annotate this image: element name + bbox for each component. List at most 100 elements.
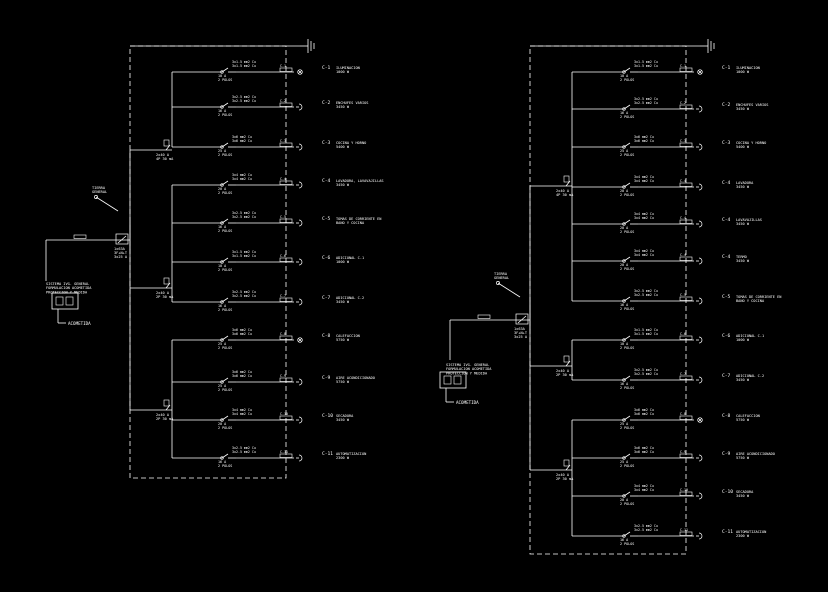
circuit-name: 3450 W: [336, 300, 350, 304]
cable-label: 3x2.5 mm2 Cu: [634, 372, 658, 376]
circuit-name: TOMAS DE CORRIENTE EN: [736, 295, 781, 299]
circuit-name: COCINA Y HORNO: [336, 141, 366, 145]
main-breaker-label: 3x25 A: [514, 335, 528, 339]
differential-contact: [565, 180, 571, 187]
circuit-name: 3450 W: [336, 418, 350, 422]
cable-label: 3x4 mm2 Cu: [634, 179, 654, 183]
cable-label: 3x6 mm2 Cu: [232, 370, 252, 374]
outlet-symbol-icon: [296, 143, 303, 151]
cable-label: 3x4 mm2 Cu: [634, 253, 654, 257]
outlet-arc: [698, 454, 703, 462]
cable-code-label: C-8: [680, 412, 686, 416]
meter-box-icon: [51, 292, 79, 310]
main-switch-icon: [515, 313, 529, 325]
differential-label: 2P 30 mA: [556, 477, 574, 481]
breaker-symbol-icon: [622, 182, 638, 189]
breaker-rating-label: 16 A: [218, 109, 226, 113]
breaker-pivot: [622, 259, 626, 263]
differential-switch-icon: [563, 355, 570, 363]
cable-tag-icon: [279, 257, 293, 262]
breaker-rating-label: 20 A: [620, 263, 628, 267]
cable-tag-icon: [679, 453, 693, 458]
cable-label: 3x4 mm2 Cu: [634, 484, 654, 488]
circuit-name: AIRE ACONDICIONADO: [736, 452, 775, 456]
outlet-arc: [698, 183, 703, 191]
fuse-icon: [453, 375, 462, 385]
circuit-name: LAVADORA: [736, 181, 754, 185]
cable-code-label: C-2: [280, 99, 286, 103]
lamp-cross: [298, 338, 302, 342]
breaker-symbol-icon: [220, 180, 236, 187]
breaker-rating-label: 2 POLOS: [218, 113, 232, 117]
breaker-symbol-icon: [220, 297, 236, 304]
differential-label: 4P 30 mA: [156, 157, 174, 161]
breaker-symbol-icon: [220, 218, 236, 225]
circuit-name: 2300 W: [336, 456, 350, 460]
cable-label: 3x6 mm2 Cu: [634, 139, 654, 143]
breaker-pivot: [220, 380, 224, 384]
ground-label: TIERRA: [494, 272, 508, 276]
breaker-rating-label: 25 A: [620, 460, 628, 464]
cable-tag-icon: [679, 335, 693, 340]
lamp-cross: [298, 70, 302, 74]
cable-tag-icon: [279, 377, 293, 382]
outlet-symbol-icon: [296, 258, 303, 266]
cable-label: 3x4 mm2 Cu: [232, 408, 252, 412]
breaker-pivot: [220, 300, 224, 304]
ground-terminal-lead: [95, 196, 119, 212]
cable-label: 3x2.5 mm2 Cu: [232, 99, 256, 103]
breaker-pivot: [220, 418, 224, 422]
lamp-circle: [297, 337, 303, 343]
breaker-rating-label: 2 POLOS: [620, 153, 634, 157]
breaker-rating-label: 2 POLOS: [218, 268, 232, 272]
circuit-code: C-4: [722, 180, 731, 186]
breaker-rating-label: 2 POLOS: [218, 153, 232, 157]
circuit-name: ENCHUFES VARIOS: [736, 103, 768, 107]
outlet-symbol-icon: [696, 532, 703, 540]
cable-code-label: C-1: [280, 64, 286, 68]
breaker-rating-label: 2 POLOS: [620, 267, 634, 271]
breaker-pivot: [622, 534, 626, 538]
outlet-symbol-icon: [696, 257, 703, 265]
circuit-name: 3450 W: [736, 259, 750, 263]
circuit-name: ENCHUFES VARIOS: [336, 101, 368, 105]
breaker-rating-label: 20 A: [620, 189, 628, 193]
main-breaker-label: 3F+N+T: [514, 331, 528, 335]
breaker-pivot: [220, 105, 224, 109]
ground-label: GENERAL: [92, 190, 107, 194]
main-switch-contact: [517, 315, 527, 324]
cable-tag-icon: [279, 297, 293, 302]
circuit-name: TOMAS DE CORRIENTE EN: [336, 217, 381, 221]
cable-code-label: C-4: [680, 179, 686, 183]
cable-label: 3x6 mm2 Cu: [634, 408, 654, 412]
circuit-name: LAVAVAJILLAS: [736, 218, 762, 222]
meter-box-icon: [439, 371, 467, 389]
circuit-name: ILUMINACION: [736, 66, 760, 70]
differential-switch-icon: [563, 459, 570, 467]
cable-label: 3x2.5 mm2 Cu: [634, 97, 658, 101]
circuit-name: AUTOMATIZACION: [736, 530, 766, 534]
circuit-name: 1000 W: [736, 338, 750, 342]
breaker-pivot: [622, 338, 626, 342]
circuit-name: 3450 W: [736, 378, 750, 382]
differential-label: 2x40 A: [556, 369, 570, 373]
cable-label: 3x4 mm2 Cu: [232, 177, 252, 181]
cable-code-label: C-9: [680, 450, 686, 454]
cable-tag-icon: [279, 180, 293, 185]
breaker-pivot: [622, 185, 626, 189]
cable-label: 3x4 mm2 Cu: [634, 488, 654, 492]
circuit-code: C-7: [722, 373, 731, 379]
cable-label: 3x2.5 mm2 Cu: [232, 290, 256, 294]
breaker-rating-label: 16 A: [620, 382, 628, 386]
breaker-pivot: [220, 338, 224, 342]
cable-label: 3x1.5 mm2 Cu: [232, 60, 256, 64]
breaker-pivot: [622, 70, 626, 74]
breaker-pivot: [622, 456, 626, 460]
breaker-rating-label: 25 A: [218, 149, 226, 153]
supply-label: ACOMETIDA: [456, 400, 479, 405]
breaker-pivot: [622, 222, 626, 226]
breaker-pivot: [220, 183, 224, 187]
